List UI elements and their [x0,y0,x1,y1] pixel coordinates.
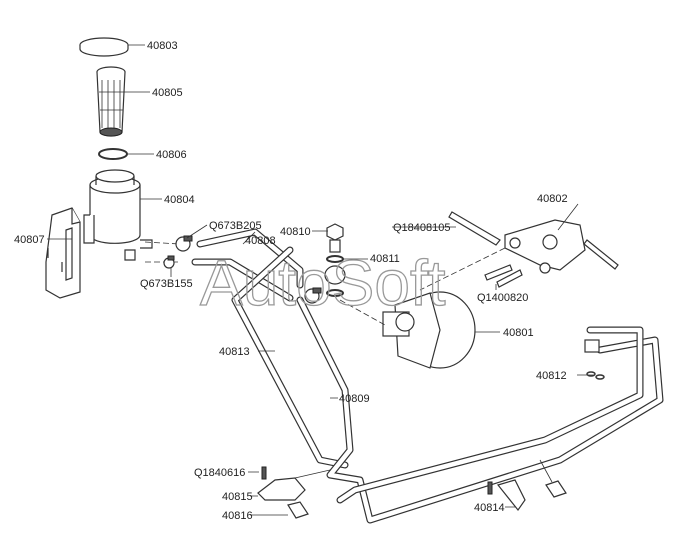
label-40807: 40807 [14,234,45,246]
washers [586,371,605,380]
label-40812: 40812 [536,370,567,382]
label-q18408105: Q18408105 [393,222,451,234]
label-40802: 40802 [537,193,568,205]
reservoir-cap [79,37,129,57]
pump-bracket [419,211,619,291]
label-q673b205: Q673B205 [209,220,262,232]
label-q1840616: Q1840616 [194,467,245,479]
label-40808: 40808 [245,235,276,247]
pipe-clamps [257,459,567,519]
label-40810: 40810 [280,226,311,238]
label-40809: 40809 [339,393,370,405]
hose-clamps [163,235,322,304]
label-q673b155: Q673B155 [140,278,193,290]
label-40816: 40816 [222,510,253,522]
label-40806: 40806 [156,149,187,161]
label-40803: 40803 [147,40,178,52]
reservoir-bracket [45,207,81,299]
label-40813: 40813 [219,346,250,358]
label-40814: 40814 [474,502,505,514]
label-q1400820: Q1400820 [477,292,528,304]
pressure-pipes [231,246,664,524]
leader-lines [47,44,595,516]
label-40811: 40811 [370,253,400,265]
watermark: AutoSoft [200,247,446,319]
filter-strainer [96,66,126,137]
hoses [144,228,304,302]
o-ring [98,148,128,160]
label-40815: 40815 [222,491,253,503]
label-40805: 40805 [152,87,183,99]
power-steering-pump [339,291,476,369]
banjo-bolt [324,223,346,297]
label-40801: 40801 [503,327,534,339]
reservoir [83,169,153,261]
label-40804: 40804 [164,194,195,206]
